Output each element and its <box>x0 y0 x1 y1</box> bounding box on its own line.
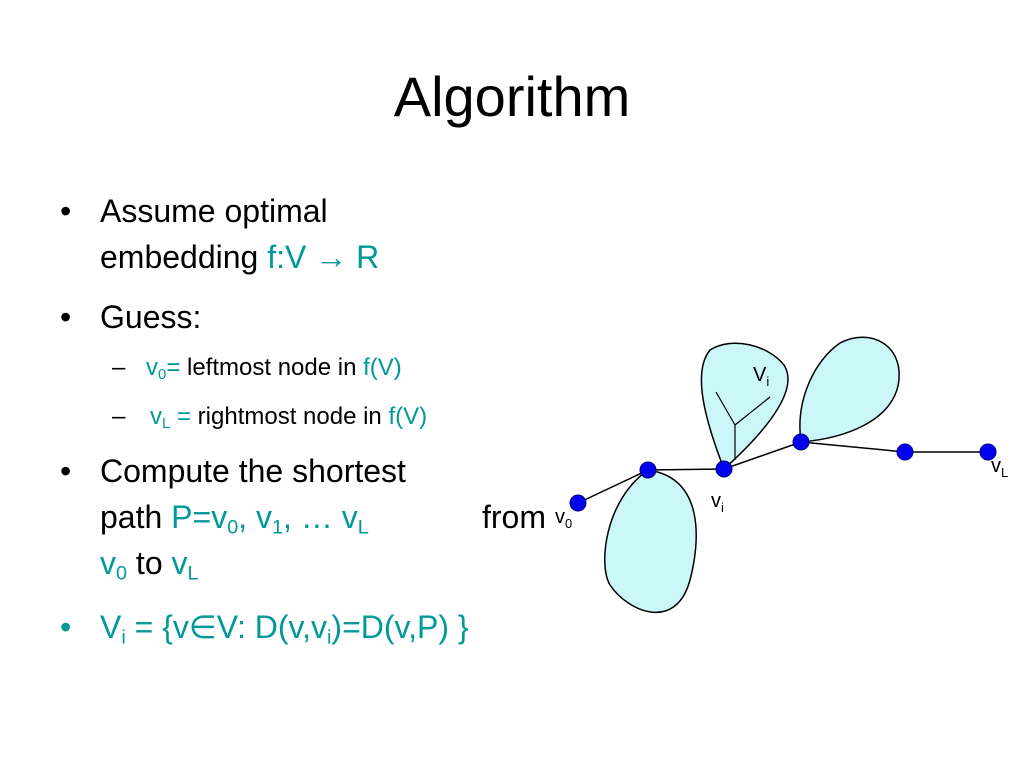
path-expression: P=v0, v1, … vL <box>171 499 369 539</box>
bullet-marker: • <box>60 193 72 229</box>
label-v0: v0 <box>555 506 572 531</box>
v0-text: leftmost node in <box>180 354 364 381</box>
vL-text: rightmost node in <box>191 403 389 430</box>
bullet-marker: • <box>60 609 72 645</box>
assume-line2: embedding f:V → R <box>100 239 380 275</box>
guess-label: Guess: <box>100 299 202 335</box>
bullet-marker: • <box>60 453 72 489</box>
node-v4 <box>896 443 914 461</box>
path-edges <box>577 441 988 504</box>
subbullet-vL: – vL = rightmost node in f(V) <box>112 402 427 432</box>
vL-math: f(V) <box>388 403 428 430</box>
slide-title: Algorithm <box>393 65 631 128</box>
v0-math: f(V) <box>363 354 402 381</box>
compute-line1: Compute the shortest <box>100 453 406 489</box>
region-Vi <box>700 342 789 471</box>
from-word: from <box>482 499 546 535</box>
compute-line3: v0 to vL <box>100 545 199 585</box>
embedding-math: f:V → R <box>267 239 380 275</box>
region-right-top <box>799 336 900 443</box>
label-vL: vL <box>991 455 1008 480</box>
dash-marker: – <box>112 354 126 381</box>
label-Vi: Vi <box>753 364 769 389</box>
v0-var: v0= <box>146 354 181 384</box>
subbullet-v0: – v0= leftmost node in f(V) <box>112 353 402 383</box>
subtree-lines <box>715 391 771 460</box>
node-vL <box>979 443 997 461</box>
region-left-bottom <box>604 469 697 613</box>
vL-var: vL = <box>150 403 191 433</box>
node-v3 <box>792 433 810 451</box>
node-vi <box>715 460 733 478</box>
node-v0 <box>569 494 587 512</box>
dash-marker: – <box>112 403 126 430</box>
assume-line1: Assume optimal <box>100 193 328 229</box>
bullet-marker: • <box>60 299 72 335</box>
node-v1 <box>639 461 657 479</box>
label-vi: vi <box>711 490 724 515</box>
vi-definition: Vi = {v∈V: D(v,vi)=D(v,P) } <box>100 609 469 649</box>
